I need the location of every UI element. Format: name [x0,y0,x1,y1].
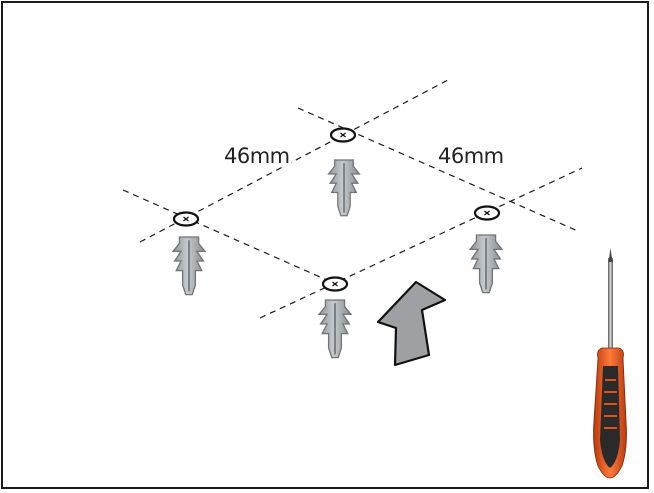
guide-line-diagonal-b [122,189,346,289]
screwdriver-icon [593,248,627,479]
wall-anchor-icon [469,234,503,294]
dimension-label-left: 46mm [223,144,291,168]
wall-anchor-icon [318,299,352,359]
drill-mark-icon [329,127,357,143]
guide-line-diagonal-d [259,167,583,319]
drill-mark-icon [172,211,200,227]
drill-mark-icon [321,276,349,292]
dimension-label-right: 46mm [437,144,505,168]
wall-anchor-icon [172,236,206,296]
drill-mark-icon [473,205,501,221]
guide-line-diagonal-a [297,107,581,233]
insert-arrow-icon [376,280,447,367]
wall-anchor-icon [327,159,361,217]
